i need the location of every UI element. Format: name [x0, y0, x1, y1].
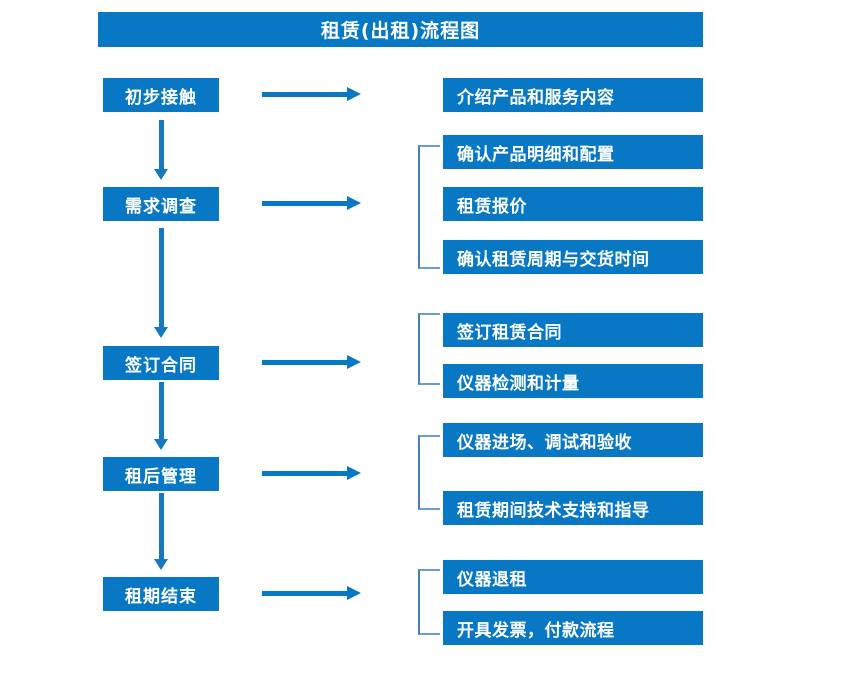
- arrow-to-group-1-icon: [262, 87, 361, 101]
- detail-box-g4-i2[interactable]: 租赁期间技术支持和指导: [443, 491, 703, 525]
- bracket-group-rental-end: [418, 569, 440, 635]
- detail-box-g2-i2[interactable]: 租赁报价: [443, 187, 703, 221]
- stage-box-1[interactable]: 初步接触: [103, 78, 219, 112]
- detail-box-g5-i1[interactable]: 仪器退租: [443, 560, 703, 594]
- detail-box-g3-i1[interactable]: 签订租赁合同: [443, 313, 703, 347]
- arrow-stage-4-to-5-icon: [154, 493, 168, 570]
- arrow-stage-2-to-3-icon: [154, 228, 168, 338]
- detail-box-g4-i1[interactable]: 仪器进场、调试和验收: [443, 423, 703, 457]
- arrow-to-group-5-icon: [262, 586, 361, 600]
- stage-box-5[interactable]: 租期结束: [103, 577, 219, 611]
- arrow-to-group-2-icon: [262, 196, 361, 210]
- detail-box-g2-i3[interactable]: 确认租赁周期与交货时间: [443, 240, 703, 274]
- arrow-stage-1-to-2-icon: [154, 120, 168, 180]
- detail-box-g2-i1[interactable]: 确认产品明细和配置: [443, 135, 703, 169]
- detail-box-g5-i2[interactable]: 开具发票，付款流程: [443, 611, 703, 645]
- bracket-group-demand-survey: [418, 145, 440, 269]
- stage-box-2[interactable]: 需求调查: [103, 187, 219, 221]
- page-title: 租赁(出租)流程图: [98, 12, 703, 47]
- bracket-group-post-rental-management: [418, 435, 440, 510]
- stage-box-4[interactable]: 租后管理: [103, 457, 219, 491]
- detail-box-g3-i2[interactable]: 仪器检测和计量: [443, 364, 703, 398]
- bracket-group-sign-contract: [418, 313, 440, 385]
- stage-box-3[interactable]: 签订合同: [103, 346, 219, 380]
- arrow-to-group-3-icon: [262, 355, 361, 369]
- arrow-stage-3-to-4-icon: [154, 382, 168, 450]
- arrow-to-group-4-icon: [262, 466, 361, 480]
- detail-box-g1-i1[interactable]: 介绍产品和服务内容: [443, 78, 703, 112]
